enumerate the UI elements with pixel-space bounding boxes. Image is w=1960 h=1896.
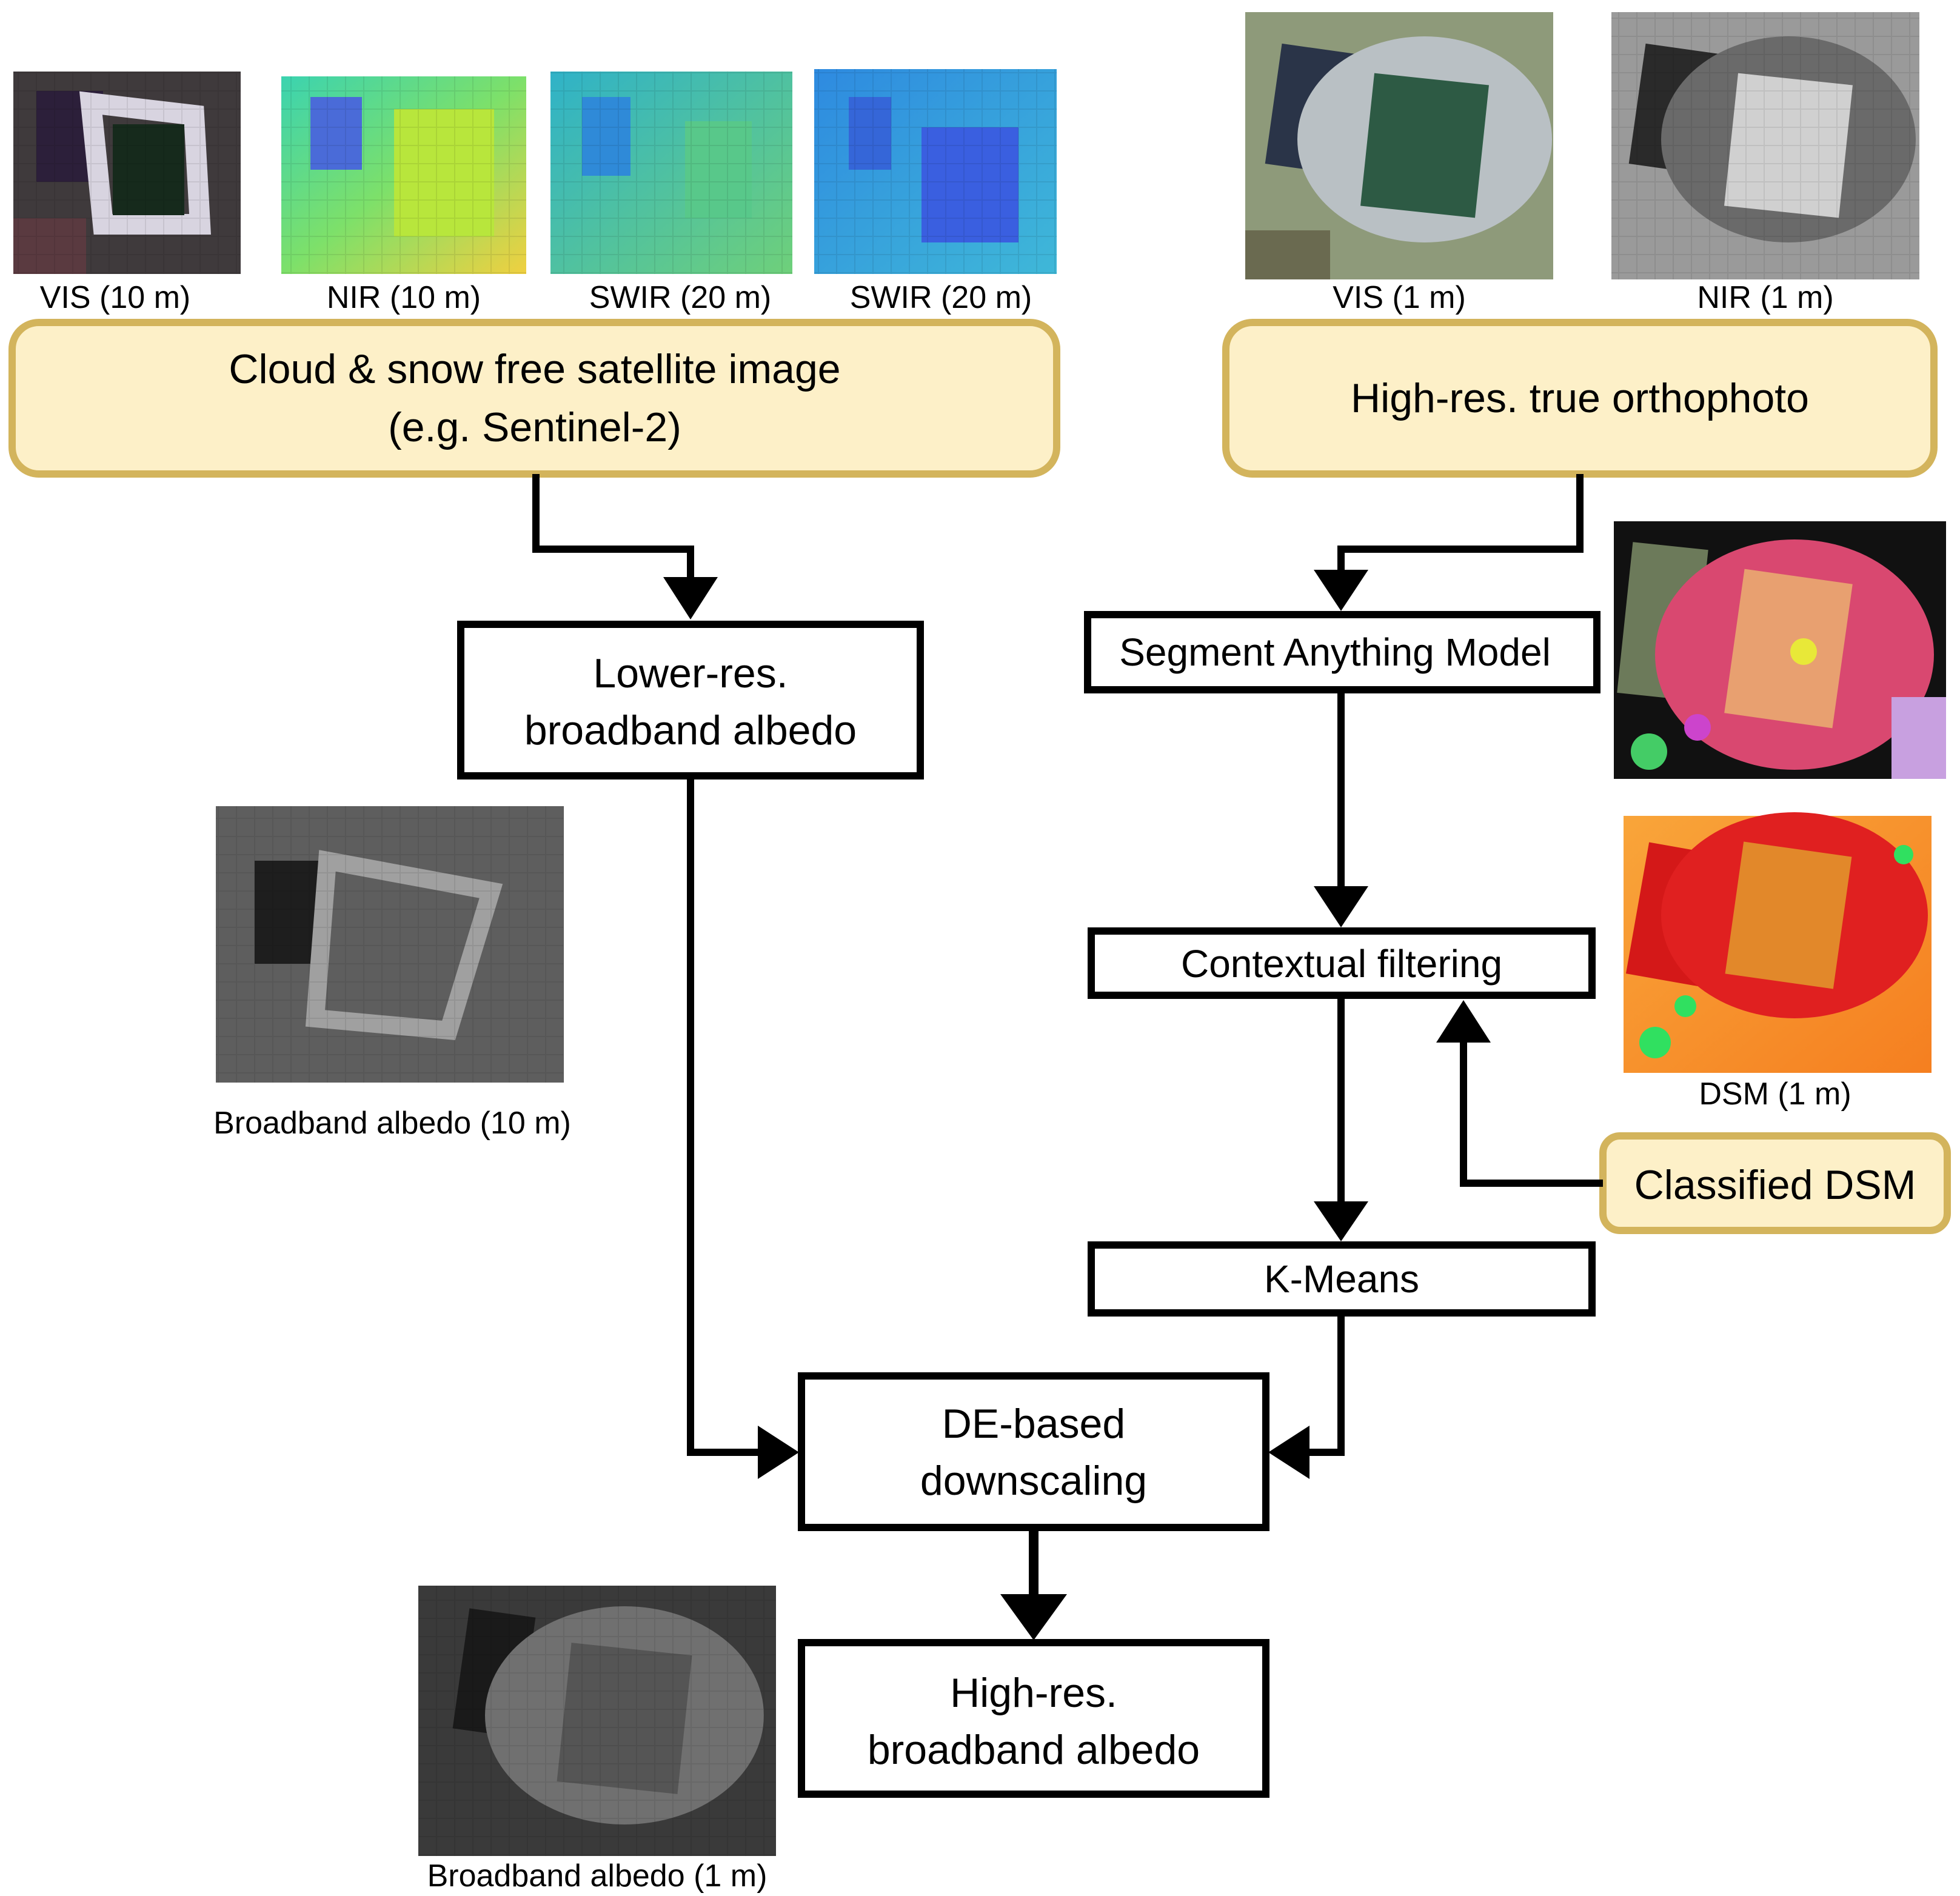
thumb-dsm-1m	[1624, 812, 1932, 1073]
node-lowres-albedo: Lower-res. broadband albedo	[457, 621, 924, 779]
node-kmeans-line1: K-Means	[1264, 1257, 1419, 1301]
caption-nir-10m: NIR (10 m)	[327, 280, 481, 315]
arrow-classified-dsm-to-contextual	[1460, 1038, 1603, 1187]
node-contextual-filtering: Contextual filtering	[1088, 927, 1596, 999]
caption-albedo-1m: Broadband albedo (1 m)	[427, 1858, 768, 1894]
arrowhead-classified-dsm	[1436, 1000, 1491, 1043]
arrowhead-lowres	[663, 577, 718, 619]
node-downscaling: DE-based downscaling	[798, 1372, 1269, 1531]
thumb-nir-1m	[1611, 12, 1919, 279]
node-classified-dsm-line1: Classified DSM	[1634, 1162, 1916, 1208]
node-highres-line1: High-res.	[950, 1670, 1117, 1716]
thumb-vis-10m	[13, 72, 241, 274]
connectors	[532, 474, 1603, 1600]
node-downscaling-line1: DE-based	[942, 1401, 1125, 1447]
arrow-satellite-to-lowres	[532, 474, 694, 583]
node-satellite-image: Cloud & snow free satellite image (e.g. …	[8, 319, 1060, 478]
caption-vis-1m: VIS (1 m)	[1333, 280, 1466, 315]
arrowhead-kmeans	[1314, 1201, 1368, 1241]
node-satellite-line2: (e.g. Sentinel-2)	[388, 404, 681, 450]
node-contextual-line1: Contextual filtering	[1181, 942, 1502, 986]
arrow-lowres-to-downscaling	[687, 776, 761, 1456]
arrowhead-highres	[1000, 1594, 1067, 1640]
node-highres-line2: broadband albedo	[868, 1727, 1200, 1773]
arrowhead-contextual	[1314, 886, 1368, 927]
thumb-albedo-10m	[216, 806, 564, 1083]
arrowhead-sam	[1314, 570, 1368, 611]
thumb-swir-20m-b	[814, 69, 1057, 274]
node-lowres-line1: Lower-res.	[593, 650, 788, 696]
caption-dsm-1m: DSM (1 m)	[1699, 1077, 1851, 1112]
thumb-nir-10m	[281, 76, 526, 274]
caption-swir-20m-b: SWIR (20 m)	[850, 280, 1032, 315]
node-sam-line1: Segment Anything Model	[1119, 630, 1551, 674]
node-orthophoto-line1: High-res. true orthophoto	[1351, 375, 1809, 421]
node-kmeans: K-Means	[1088, 1241, 1596, 1317]
arrowheads	[663, 570, 1491, 1640]
node-sam: Segment Anything Model	[1084, 611, 1600, 693]
caption-albedo-10m: Broadband albedo (10 m)	[213, 1106, 571, 1141]
arrowhead-downscaling-left	[758, 1426, 799, 1479]
thumb-albedo-1m	[418, 1586, 776, 1856]
caption-swir-20m-a: SWIR (20 m)	[589, 280, 771, 315]
arrowhead-downscaling-right	[1268, 1426, 1309, 1479]
node-classified-dsm: Classified DSM	[1599, 1132, 1951, 1234]
node-downscaling-line2: downscaling	[920, 1458, 1147, 1504]
thumb-vis-1m	[1245, 12, 1553, 279]
arrow-kmeans-to-downscaling	[1306, 1313, 1345, 1456]
node-highres-albedo: High-res. broadband albedo	[798, 1639, 1269, 1798]
caption-nir-1m: NIR (1 m)	[1697, 280, 1833, 315]
thumb-sam-segmentation	[1614, 521, 1946, 779]
node-satellite-line1: Cloud & snow free satellite image	[229, 346, 840, 392]
node-lowres-line2: broadband albedo	[524, 707, 857, 753]
caption-vis-10m: VIS (10 m)	[40, 280, 191, 315]
arrow-orthophoto-to-sam	[1337, 474, 1584, 576]
thumb-swir-20m-a	[550, 72, 792, 274]
node-orthophoto: High-res. true orthophoto	[1222, 319, 1938, 478]
